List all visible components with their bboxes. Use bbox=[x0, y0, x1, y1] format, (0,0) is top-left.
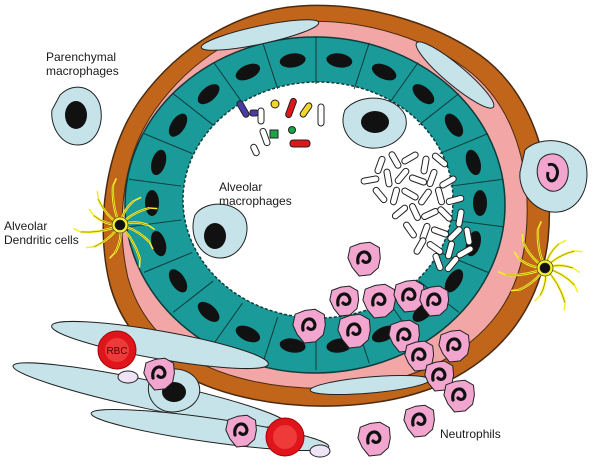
bacterium bbox=[430, 226, 450, 238]
bacterium bbox=[394, 167, 410, 185]
parenchymal-macrophages-label: Parenchymal macrophages bbox=[46, 50, 119, 78]
epithelial-nucleus bbox=[235, 63, 261, 81]
bacterium bbox=[389, 186, 401, 206]
dendritic-cell bbox=[497, 220, 583, 311]
bacterium bbox=[401, 151, 419, 165]
bacteria-cluster bbox=[360, 151, 474, 273]
epithelial-border bbox=[418, 93, 460, 126]
epithelial-border bbox=[262, 42, 279, 89]
particles bbox=[236, 97, 325, 157]
neutrophil bbox=[143, 357, 175, 391]
red-blood-cells: RBC bbox=[97, 330, 305, 457]
bacterium bbox=[388, 151, 402, 169]
neutrophil bbox=[403, 404, 435, 438]
neutrophil bbox=[329, 285, 360, 317]
epithelial-nucleus bbox=[444, 269, 464, 293]
bacterium bbox=[439, 175, 457, 189]
endothelial-cell bbox=[415, 41, 495, 109]
bacterium bbox=[408, 174, 428, 186]
epithelial-border bbox=[128, 178, 182, 187]
bacterium bbox=[426, 168, 438, 188]
epithelial-nucleus bbox=[465, 149, 482, 176]
epithelial-border bbox=[172, 93, 214, 126]
bacterium bbox=[445, 194, 465, 206]
bacterium bbox=[444, 255, 460, 273]
neutrophil bbox=[443, 379, 475, 413]
bacterium bbox=[447, 226, 463, 242]
bacterium bbox=[434, 186, 446, 206]
epithelial-nucleus bbox=[150, 149, 167, 176]
bacterium bbox=[403, 221, 417, 239]
red-blood-cell bbox=[265, 417, 305, 457]
epithelial-border bbox=[213, 302, 243, 344]
bacterium bbox=[360, 175, 380, 185]
parenchymal-macrophage bbox=[342, 97, 407, 149]
epithelial-border bbox=[450, 178, 504, 187]
bacterium bbox=[432, 252, 444, 272]
epithelial-nucleus bbox=[279, 338, 306, 353]
epithelial-nucleus bbox=[412, 84, 435, 105]
neutrophil bbox=[362, 283, 396, 319]
red-blood-cell: RBC bbox=[97, 330, 137, 370]
epithelial-border bbox=[213, 62, 243, 104]
bacterium bbox=[418, 188, 432, 206]
epithelial-nucleus bbox=[444, 113, 464, 137]
bacterium bbox=[372, 186, 388, 204]
epithelial-nucleus bbox=[371, 63, 397, 81]
bacterium bbox=[383, 168, 393, 188]
neutrophil bbox=[337, 313, 371, 349]
epithelial-border bbox=[353, 42, 370, 89]
alveolar-macrophage bbox=[192, 203, 248, 259]
epithelial-border bbox=[128, 219, 182, 228]
platelets bbox=[117, 370, 331, 458]
epithelial-border bbox=[439, 133, 489, 155]
epithelial-nucleus bbox=[150, 230, 167, 257]
epithelial-nucleus bbox=[197, 301, 220, 322]
bacterium bbox=[401, 187, 419, 201]
parenchymal-macrophage bbox=[51, 86, 102, 146]
neutrophil bbox=[357, 421, 391, 457]
bacterium bbox=[408, 203, 422, 221]
epithelial-border bbox=[143, 251, 193, 273]
epithelial-nucleus bbox=[235, 325, 261, 343]
epithelial-border bbox=[143, 133, 193, 155]
neutrophil bbox=[438, 329, 470, 363]
alveolar-macrophages-label: Alveolar macrophages bbox=[219, 180, 292, 208]
epithelial-nucleus bbox=[473, 190, 487, 216]
bacterium bbox=[431, 152, 449, 168]
bacterium bbox=[463, 226, 473, 246]
epithelial-border bbox=[389, 62, 419, 104]
rbc-label: RBC bbox=[106, 346, 127, 357]
bacterium bbox=[420, 155, 430, 175]
neutrophil bbox=[419, 285, 450, 317]
bacterium bbox=[444, 240, 456, 260]
interstitial-macrophage bbox=[519, 140, 588, 213]
alveolar-dendritic-cells-label: Alveolar Dendritic cells bbox=[4, 219, 79, 247]
neutrophil bbox=[292, 308, 326, 344]
bacterium bbox=[426, 241, 444, 255]
neutrophils bbox=[143, 241, 475, 457]
epithelial-nucleus bbox=[168, 269, 188, 293]
epithelial-nucleus bbox=[279, 53, 306, 68]
epithelial-nucleus bbox=[145, 190, 159, 216]
epithelial-nucleus bbox=[326, 53, 353, 68]
bacterium bbox=[413, 237, 427, 255]
epithelial-nucleus bbox=[168, 113, 188, 137]
neutrophil bbox=[347, 241, 381, 277]
neutrophil bbox=[393, 279, 425, 313]
endothelial-cell bbox=[200, 19, 320, 51]
neutrophil bbox=[225, 414, 257, 448]
epithelial-border bbox=[262, 317, 279, 364]
bacterium bbox=[374, 155, 386, 175]
bacterium bbox=[437, 206, 453, 222]
epithelial-nucleus bbox=[197, 84, 220, 105]
neutrophils-label: Neutrophils bbox=[440, 427, 501, 441]
epithelial-border bbox=[172, 280, 214, 313]
dendritic-cell bbox=[72, 177, 158, 268]
bacterium bbox=[391, 204, 409, 220]
